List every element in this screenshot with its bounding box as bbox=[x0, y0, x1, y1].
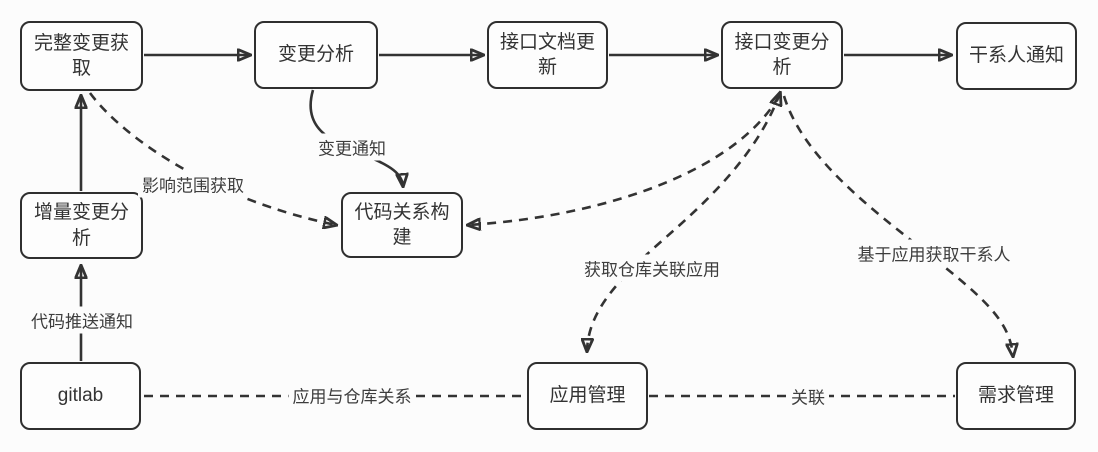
node-stakeholder-notify: 干系人通知 bbox=[956, 22, 1077, 90]
edge-label-fetch-stakeholders-by-app: 基于应用获取干系人 bbox=[853, 239, 1015, 267]
node-api-doc-update: 接口文档更新 bbox=[487, 21, 608, 89]
node-app-management: 应用管理 bbox=[527, 362, 648, 430]
node-gitlab: gitlab bbox=[20, 362, 141, 430]
edge-label-relation: 关联 bbox=[787, 382, 829, 410]
node-api-change-analysis: 接口变更分析 bbox=[721, 21, 843, 89]
edge-label-change-notify: 变更通知 bbox=[314, 133, 390, 161]
edge-label-code-push-notify: 代码推送通知 bbox=[27, 306, 137, 334]
edge-label-fetch-repo-related-apps: 获取仓库关联应用 bbox=[580, 254, 724, 282]
node-label: 需求管理 bbox=[977, 385, 1054, 407]
edge-label-impact-scope-fetch: 影响范围获取 bbox=[138, 170, 248, 198]
edge-label-app-repo-relation: 应用与仓库关系 bbox=[288, 381, 416, 409]
edge-api-change-analysis-to-requirement-management bbox=[782, 95, 1013, 356]
node-label: 应用管理 bbox=[549, 385, 626, 407]
node-label: 代码关系构建 bbox=[354, 201, 450, 248]
node-change-analysis: 变更分析 bbox=[254, 21, 378, 89]
node-label: 接口文档更新 bbox=[499, 31, 595, 78]
edge-api-change-analysis-to-code-relation bbox=[468, 95, 781, 225]
node-label: 变更分析 bbox=[277, 44, 354, 66]
edge-complete-fetch-to-code-relation bbox=[88, 92, 336, 225]
edge-api-change-analysis-to-app-management bbox=[587, 93, 780, 351]
node-label: 完整变更获取 bbox=[33, 32, 129, 79]
node-complete-change-fetch: 完整变更获取 bbox=[20, 21, 143, 91]
node-incremental-change-analysis: 增量变更分析 bbox=[20, 192, 143, 259]
node-label: 干系人通知 bbox=[968, 45, 1064, 67]
node-code-relation-build: 代码关系构建 bbox=[341, 192, 463, 258]
node-label: 接口变更分析 bbox=[734, 31, 830, 78]
node-requirement-management: 需求管理 bbox=[956, 362, 1076, 430]
node-label: gitlab bbox=[57, 385, 104, 407]
node-label: 增量变更分析 bbox=[33, 202, 129, 249]
